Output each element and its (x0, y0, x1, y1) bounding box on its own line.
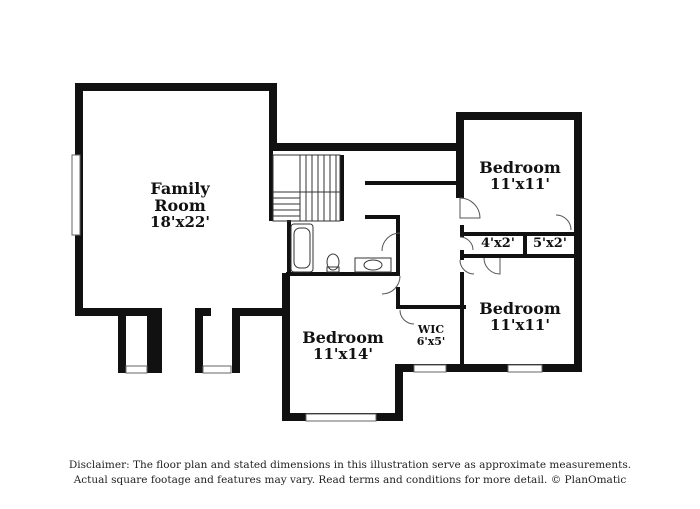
stairs (272, 154, 341, 222)
closet-b-dimensions: 5'x2' (533, 236, 567, 251)
disclaimer-line2: Actual square footage and features may v… (73, 474, 627, 486)
wic-name: WIC (417, 323, 445, 336)
family-room-name-line2: Room (154, 195, 206, 215)
bedroom-bottom-dimensions: 11'x14' (313, 344, 373, 363)
bedroom-bottom-label: Bedroom 11'x14' (293, 328, 393, 363)
interior-walls (269, 151, 578, 367)
family-room-name-line1: Family (150, 179, 210, 198)
wic-dimensions: 6'x5' (416, 335, 446, 349)
wic-label: WIC 6'x5' (405, 323, 457, 349)
windows (71, 154, 543, 422)
bedroom-right-name: Bedroom (479, 299, 561, 318)
bedroom-top-right-label: Bedroom 11'x11' (470, 158, 570, 193)
closet-a-dimensions: 4'x2' (481, 236, 515, 251)
disclaimer: Disclaimer: The floor plan and stated di… (0, 458, 700, 488)
bathroom-fixtures (290, 223, 392, 273)
bedroom-bottom-name: Bedroom (302, 328, 384, 347)
family-room-dimensions: 18'x22' (150, 212, 210, 231)
exterior-walls (75, 83, 582, 421)
bedroom-right-dimensions: 11'x11' (490, 315, 550, 334)
bedroom-top-right-dimensions: 11'x11' (490, 174, 550, 193)
family-room-label: Family Room 18'x22' (130, 179, 230, 231)
bedroom-right-label: Bedroom 11'x11' (470, 299, 570, 334)
bedroom-top-right-name: Bedroom (479, 158, 561, 177)
doors (381, 197, 572, 325)
disclaimer-line1: Disclaimer: The floor plan and stated di… (68, 459, 632, 471)
